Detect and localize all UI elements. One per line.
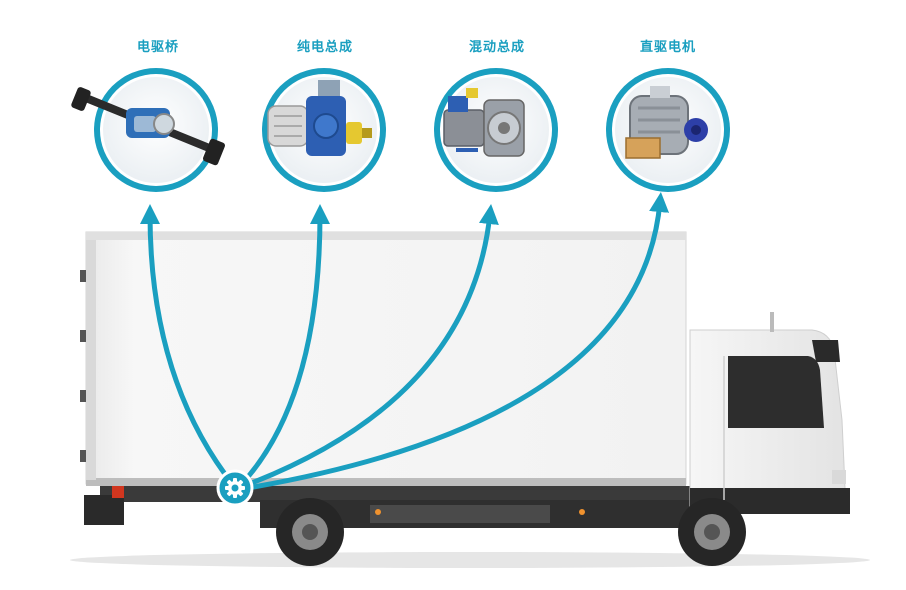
connector-e-axle [140, 204, 237, 489]
gear-icon[interactable] [216, 469, 254, 507]
product-label-ev-powertrain: 纯电总成 [296, 40, 353, 55]
product-circle-hybrid-powertrain[interactable] [434, 68, 558, 192]
rear-hinge [80, 270, 86, 282]
chassis-frame [100, 486, 750, 502]
cargo-box [85, 231, 687, 485]
truck-shadow [70, 552, 870, 568]
product-label-direct-drive-motor: 直驱电机 [639, 40, 696, 55]
side-marker [579, 509, 585, 515]
product-label-hybrid-powertrain: 混动总成 [468, 40, 525, 55]
cargo-box-rear-edge [86, 240, 96, 480]
headlight [832, 470, 846, 484]
e-axle-icon [71, 87, 226, 166]
rear-hinge [80, 330, 86, 342]
cargo-box-top-rail [86, 232, 686, 240]
antenna [770, 312, 774, 332]
cab-window [728, 356, 824, 428]
direct-drive-motor-icon [625, 86, 708, 159]
fuel-tank [370, 505, 550, 523]
rear-light [112, 486, 124, 498]
product-circle-e-axle[interactable] [70, 68, 226, 192]
hybrid-powertrain-icon [443, 88, 525, 157]
rear-hinge [80, 450, 86, 462]
ev-powertrain-icon [267, 80, 372, 156]
side-marker [375, 509, 381, 515]
product-circle-ev-powertrain[interactable] [262, 68, 386, 192]
connector-hybrid-powertrain [241, 204, 499, 489]
front-wheel [678, 498, 746, 566]
cargo-box-bottom-rail [86, 478, 686, 486]
product-label-e-axle: 电驱桥 [136, 40, 179, 55]
connector-ev-powertrain [237, 204, 330, 489]
rear-wheel [276, 498, 344, 566]
rear-hinge [80, 390, 86, 402]
side-mirror [812, 340, 840, 362]
connector-direct-drive-motor [245, 192, 670, 491]
rear-bumper [84, 495, 124, 525]
product-circle-direct-drive-motor[interactable] [606, 68, 730, 192]
truck [70, 231, 870, 568]
